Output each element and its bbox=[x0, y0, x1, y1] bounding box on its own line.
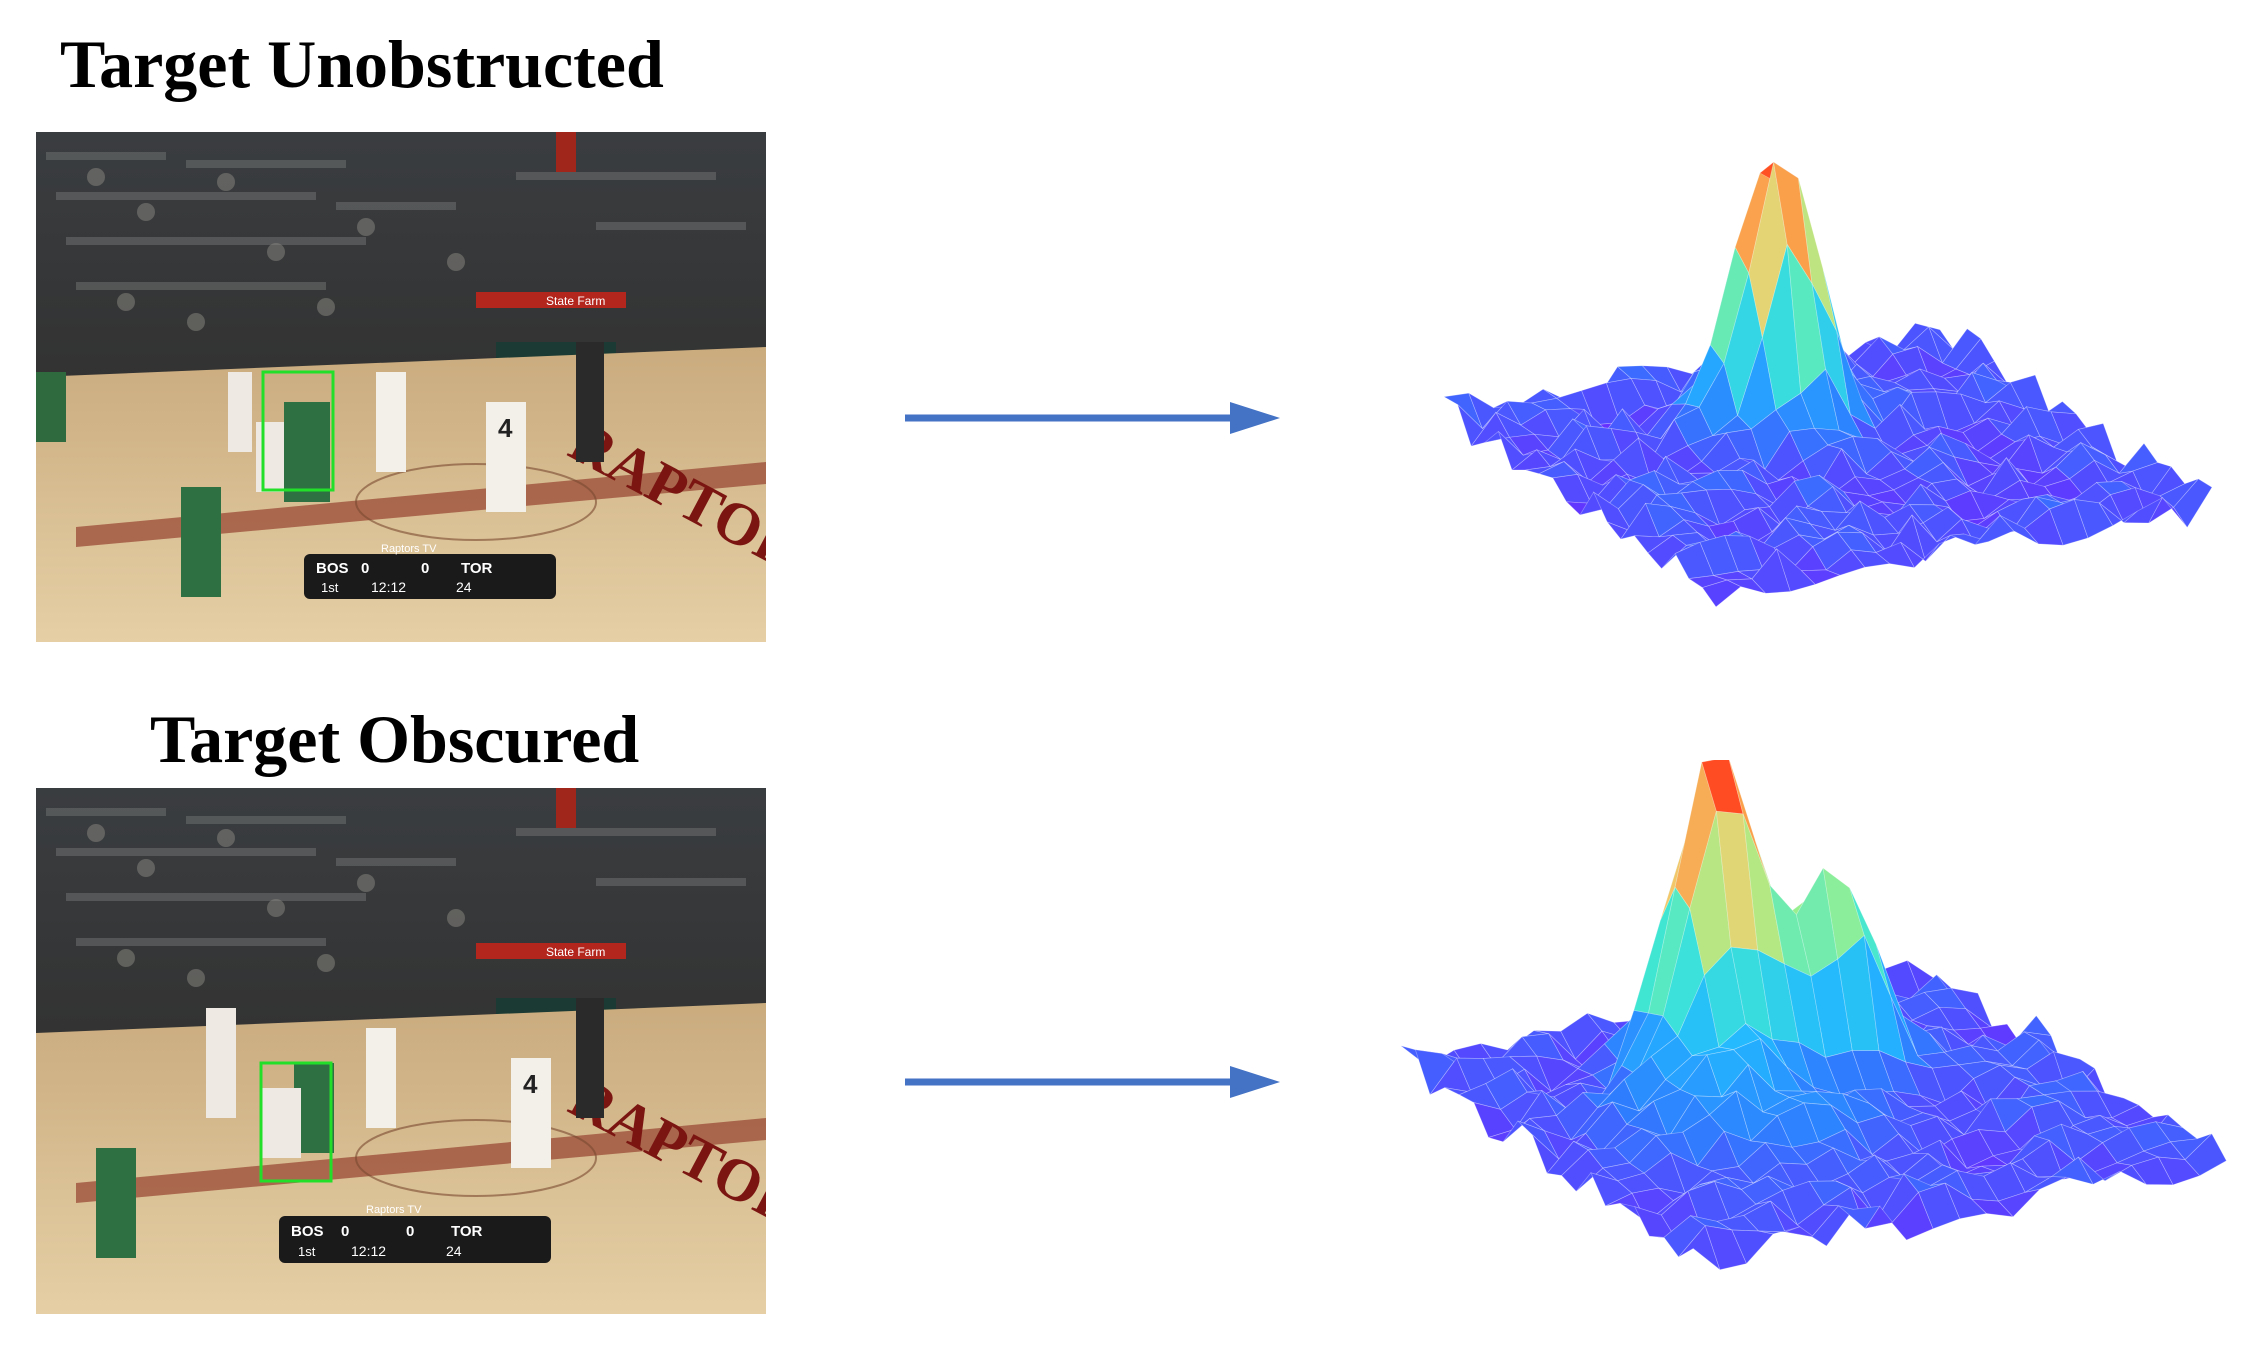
scoreboard-away: TOR bbox=[461, 560, 493, 577]
scoreboard-away-score: 0 bbox=[421, 560, 429, 577]
jersey-number: 4 bbox=[498, 413, 513, 443]
scoreboard-home-score: 0 bbox=[341, 1223, 349, 1240]
surface-patch bbox=[2184, 1133, 2227, 1177]
scoreboard-period: 1st bbox=[298, 1244, 316, 1259]
response-map-surface-obscured bbox=[1375, 760, 2235, 1335]
scoreboard-home: BOS bbox=[291, 1223, 324, 1240]
target-bbox bbox=[259, 1061, 333, 1183]
target-bbox bbox=[261, 370, 335, 492]
video-frame-obscured: State Farm RAPTORS 4 BOS 0 0 TOR 1st 12:… bbox=[36, 788, 766, 1314]
scoreboard-home: BOS bbox=[316, 560, 349, 577]
surface-patch bbox=[2173, 478, 2213, 529]
jersey-number: 4 bbox=[523, 1069, 538, 1099]
scoreboard-shot-clock: 24 bbox=[446, 1243, 462, 1259]
scoreboard-away: TOR bbox=[451, 1223, 483, 1240]
arrow-right-icon bbox=[905, 398, 1285, 438]
title-obscured: Target Obscured bbox=[150, 701, 640, 777]
scoreboard-shot-clock: 24 bbox=[456, 579, 472, 595]
title-unobstructed: Target Unobstructed bbox=[60, 26, 664, 102]
scoreboard-clock: 12:12 bbox=[351, 1243, 386, 1259]
scoreboard-network: Raptors TV bbox=[381, 543, 437, 555]
scoreboard-network: Raptors TV bbox=[366, 1204, 422, 1216]
sponsor-text: State Farm bbox=[546, 294, 605, 308]
scoreboard-away-score: 0 bbox=[406, 1223, 414, 1240]
video-frame-unobstructed: State Farm RAPTORS 4 BOS 0 0 TOR 1st 12:… bbox=[36, 132, 766, 642]
sponsor-text: State Farm bbox=[546, 945, 605, 959]
scoreboard-clock: 12:12 bbox=[371, 579, 406, 595]
arrow-right-icon bbox=[905, 1062, 1285, 1102]
scoreboard-period: 1st bbox=[321, 580, 339, 595]
scoreboard-home-score: 0 bbox=[361, 560, 369, 577]
response-map-surface-unobstructed bbox=[1420, 140, 2220, 660]
